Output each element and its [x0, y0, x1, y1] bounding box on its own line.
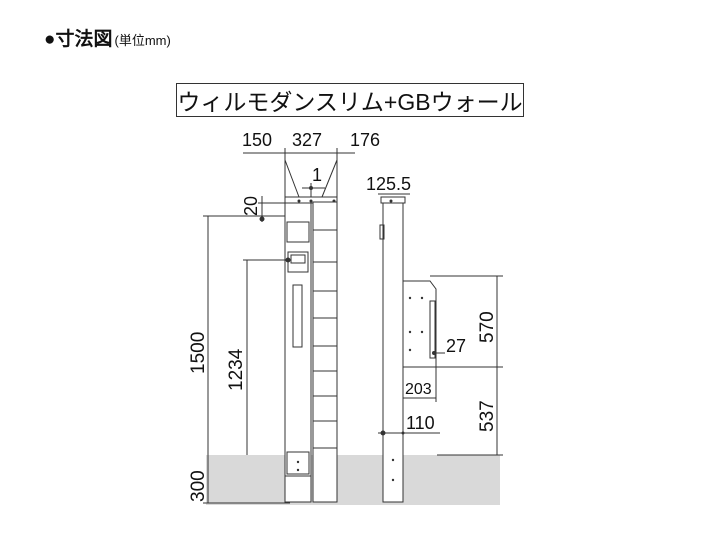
- dim-label-110: 110: [406, 413, 435, 433]
- marker-dot: [296, 460, 300, 464]
- marker-dot: [432, 351, 436, 355]
- dim-label-327: 327: [292, 130, 322, 150]
- marker-dot: [296, 468, 300, 472]
- unit-note: (単位mm): [114, 33, 171, 48]
- mail-slot: [292, 284, 303, 348]
- marker-dot: [380, 430, 386, 436]
- marker-dot: [285, 257, 291, 263]
- dim-label-1234: 1234: [226, 348, 247, 391]
- upper-box: [286, 221, 310, 243]
- dim-label-150: 150: [242, 130, 272, 150]
- leader-line: [321, 159, 338, 198]
- dim-label-570: 570: [477, 311, 498, 343]
- leader-line: [284, 159, 300, 198]
- dim-label-27: 27: [446, 336, 466, 356]
- marker-dot: [332, 199, 336, 203]
- dim-label-1500: 1500: [188, 332, 209, 374]
- left-post: [284, 201, 312, 503]
- marker-dot: [259, 216, 265, 222]
- slat-panel: [312, 201, 338, 503]
- drawing-header: ●寸法図(単位mm): [44, 24, 171, 51]
- dim-label-203: 203: [405, 381, 432, 398]
- lower-box: [286, 451, 310, 475]
- dim-label-176: 176: [350, 130, 380, 150]
- mailbox-flap: [429, 300, 436, 359]
- marker-dot: [408, 330, 412, 334]
- marker-dot: [420, 330, 424, 334]
- marker-dot: [408, 296, 412, 300]
- bullet-icon: ●: [44, 29, 56, 50]
- ground-band: [206, 455, 500, 505]
- marker-dot: [391, 458, 395, 462]
- marker-dot: [401, 431, 405, 435]
- dim-label-20: 20: [241, 196, 261, 216]
- marker-dot: [420, 296, 424, 300]
- marker-dot: [389, 199, 393, 203]
- intercom-screen: [290, 254, 306, 264]
- product-title: ウィルモダンスリム+GBウォール: [177, 89, 523, 115]
- product-title-box: ウィルモダンスリム+GBウォール: [176, 83, 524, 117]
- side-post: [382, 201, 404, 503]
- marker-dot: [408, 348, 412, 352]
- marker-dot: [297, 199, 301, 203]
- dim-label-537: 537: [477, 400, 498, 432]
- side-top-cap: [380, 196, 406, 204]
- dim-label-300: 300: [188, 470, 209, 502]
- marker-dot: [309, 186, 313, 190]
- marker-dot: [391, 478, 395, 482]
- header-title: 寸法図: [55, 29, 113, 50]
- dim-label-1: 1: [312, 165, 322, 185]
- side-bracket: [379, 224, 385, 240]
- mailbox-outline: [403, 280, 437, 368]
- dim-label-125-5: 125.5: [366, 174, 411, 194]
- marker-dot: [309, 199, 313, 203]
